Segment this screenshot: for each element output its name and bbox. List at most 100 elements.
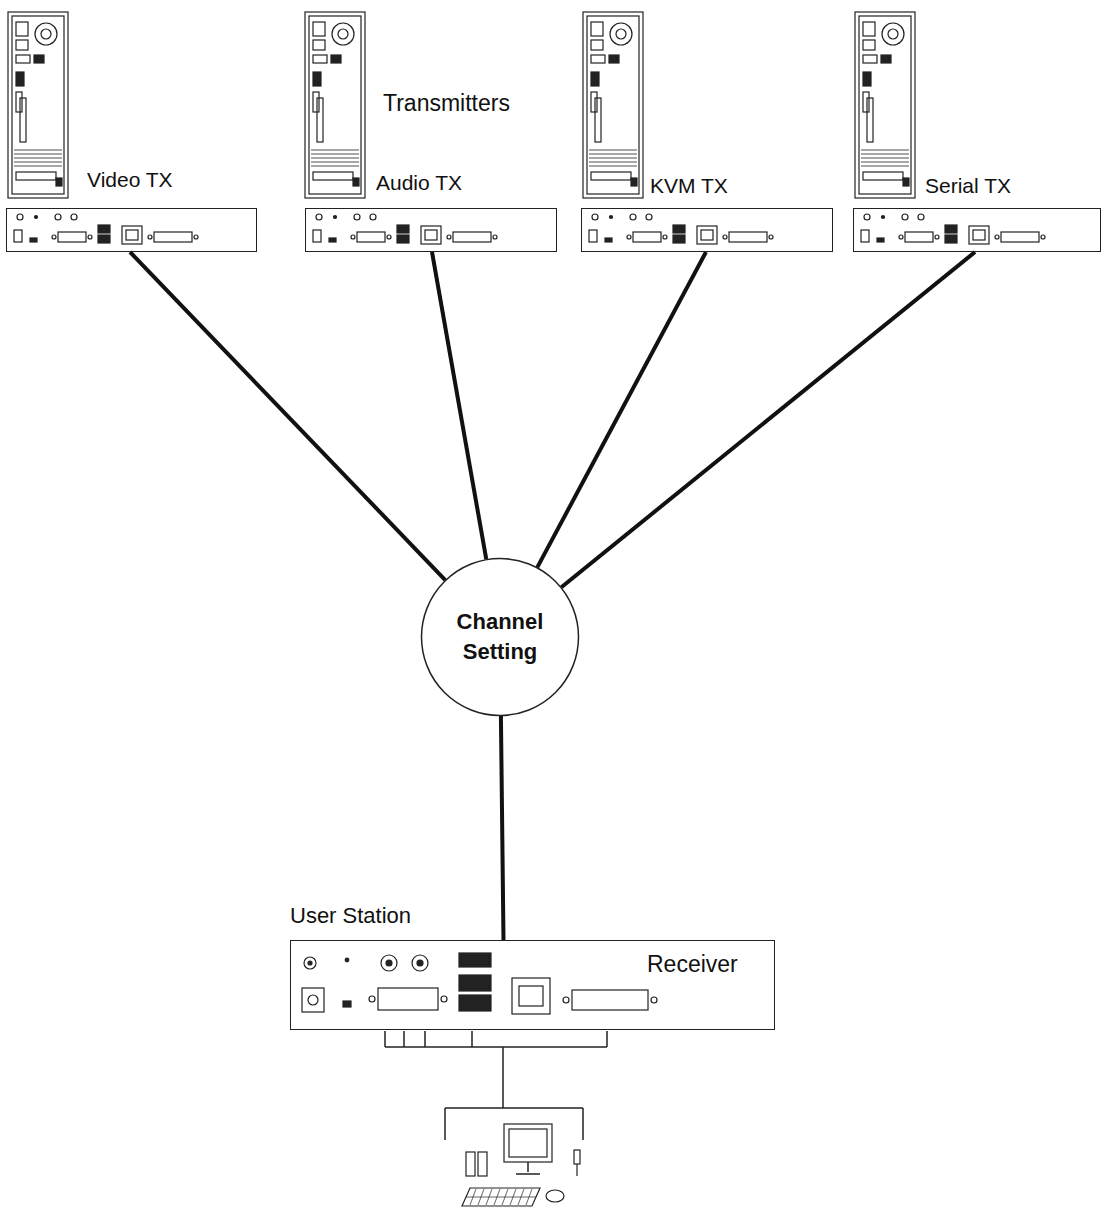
circle-outline bbox=[420, 557, 580, 717]
screen bbox=[509, 1129, 547, 1157]
connector-line bbox=[501, 716, 504, 940]
text-holder: Receiver bbox=[647, 951, 738, 979]
usb-port bbox=[459, 995, 491, 1011]
fan bbox=[610, 23, 632, 45]
screw bbox=[935, 235, 939, 239]
screw bbox=[447, 235, 451, 239]
screw bbox=[899, 235, 903, 239]
slot bbox=[313, 172, 353, 180]
screw bbox=[563, 997, 569, 1003]
dvi-port bbox=[1001, 232, 1039, 242]
usb-port bbox=[945, 225, 957, 233]
computer-tower bbox=[8, 12, 68, 198]
transmitter-box: Audio TX bbox=[305, 208, 557, 252]
audio-jack bbox=[386, 960, 392, 966]
switch bbox=[343, 1001, 351, 1007]
slot-line bbox=[311, 166, 359, 167]
receiver-box: User StationReceiver bbox=[290, 940, 775, 1030]
switch bbox=[609, 55, 619, 63]
led bbox=[308, 961, 312, 965]
switch bbox=[881, 55, 891, 63]
fan-hub bbox=[616, 29, 626, 39]
dvi-port bbox=[453, 232, 491, 242]
switch bbox=[591, 55, 605, 63]
led bbox=[17, 214, 23, 220]
fan bbox=[332, 23, 354, 45]
led bbox=[882, 216, 885, 219]
text-holder: Video TX bbox=[87, 167, 173, 192]
receiver-ports bbox=[302, 953, 657, 1140]
led bbox=[345, 958, 349, 962]
screw bbox=[663, 235, 667, 239]
unit-ports bbox=[861, 214, 1045, 244]
switch bbox=[331, 55, 341, 63]
lan-socket bbox=[425, 230, 437, 240]
usb-port bbox=[945, 235, 957, 243]
fan-hub bbox=[41, 29, 51, 39]
usb-port bbox=[98, 225, 110, 233]
port bbox=[313, 72, 321, 86]
key-line bbox=[466, 1197, 536, 1198]
computer-tower bbox=[305, 12, 365, 198]
serial-port bbox=[378, 988, 438, 1010]
screw bbox=[769, 235, 773, 239]
port bbox=[591, 72, 599, 86]
screw bbox=[52, 235, 56, 239]
slot bbox=[591, 172, 631, 180]
unit-ports bbox=[14, 214, 198, 244]
monitor bbox=[504, 1124, 552, 1162]
port bbox=[16, 72, 24, 86]
keyboard bbox=[462, 1188, 540, 1206]
audio-jack bbox=[71, 214, 77, 220]
screw bbox=[723, 235, 727, 239]
audio-jack bbox=[381, 955, 397, 971]
audio-jack bbox=[417, 960, 423, 966]
power-socket bbox=[863, 22, 875, 36]
slot-line bbox=[861, 154, 909, 155]
power-jack bbox=[313, 230, 321, 242]
device-label: Video TX bbox=[87, 168, 173, 191]
switch bbox=[877, 238, 884, 242]
slot-line bbox=[861, 150, 909, 151]
cable bbox=[403, 1031, 405, 1047]
tower-case bbox=[855, 12, 915, 198]
device-label: KVM TX bbox=[650, 174, 728, 197]
lan-port bbox=[969, 226, 989, 244]
connector bbox=[595, 98, 601, 142]
audio-jack bbox=[630, 214, 636, 220]
serial-port bbox=[633, 232, 661, 242]
screw bbox=[194, 235, 198, 239]
usb-port bbox=[98, 235, 110, 243]
port bbox=[863, 92, 869, 112]
label-holder: Transmitters bbox=[383, 90, 510, 117]
screw bbox=[441, 996, 447, 1002]
connector-line bbox=[130, 252, 445, 580]
power-socket bbox=[591, 22, 603, 36]
power-pin bbox=[308, 995, 318, 1005]
usb-port bbox=[397, 235, 409, 243]
slot bbox=[863, 172, 903, 180]
connector bbox=[867, 98, 873, 142]
circle-shape bbox=[422, 559, 579, 716]
mouse bbox=[546, 1190, 564, 1202]
slot-line bbox=[14, 166, 62, 167]
speaker bbox=[478, 1152, 487, 1176]
led bbox=[864, 214, 870, 220]
serial-port bbox=[58, 232, 86, 242]
lan-socket bbox=[519, 986, 543, 1006]
screw bbox=[387, 235, 391, 239]
slot-line bbox=[311, 162, 359, 163]
fan bbox=[882, 23, 904, 45]
channel-label: Channel Setting bbox=[435, 607, 565, 666]
lan-port bbox=[512, 978, 550, 1014]
switch bbox=[329, 238, 336, 242]
serial-port bbox=[357, 232, 385, 242]
tower-case bbox=[8, 12, 68, 198]
connector-line bbox=[537, 252, 706, 567]
slot bbox=[353, 178, 359, 186]
text-holder: Channel Setting bbox=[435, 557, 565, 717]
usb-port bbox=[673, 225, 685, 233]
slot-line bbox=[589, 166, 637, 167]
cable bbox=[385, 1046, 607, 1048]
